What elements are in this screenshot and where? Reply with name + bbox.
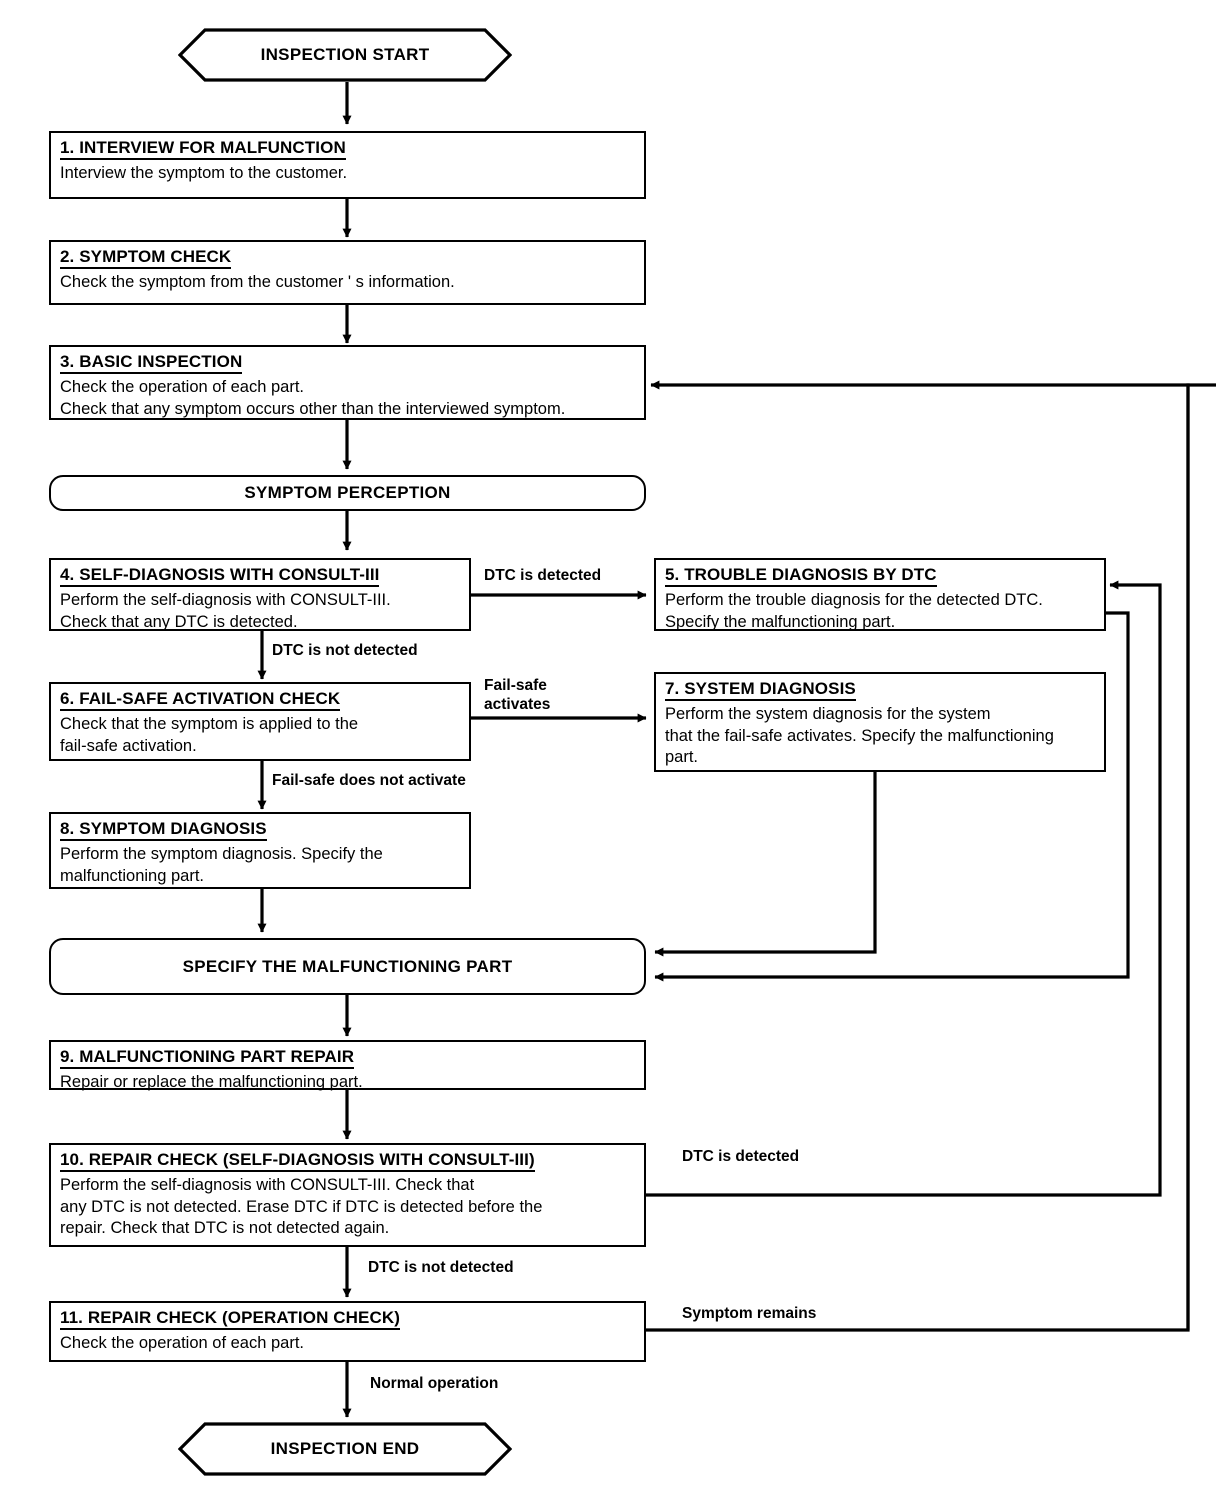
step-11-body: Check the operation of each part. xyxy=(60,1334,304,1352)
step-1-title: 1. INTERVIEW FOR MALFUNCTION xyxy=(60,138,346,160)
edge-label-fail-safe-activates: Fail-safe activates xyxy=(484,677,551,713)
process-box-step-11: 11. REPAIR CHECK (OPERATION CHECK) Check… xyxy=(49,1301,646,1362)
step-8-title: 8. SYMPTOM DIAGNOSIS xyxy=(60,819,267,841)
end-label: INSPECTION END xyxy=(270,1439,420,1458)
edge-label-normal-operation: Normal operation xyxy=(370,1375,499,1392)
step-10-title: 10. REPAIR CHECK (SELF-DIAGNOSIS WITH CO… xyxy=(60,1150,535,1172)
hexagon-shape xyxy=(178,28,512,82)
process-box-step-1: 1. INTERVIEW FOR MALFUNCTION Interview t… xyxy=(49,131,646,199)
edge-label-dtc-not-detected-4: DTC is not detected xyxy=(272,642,418,659)
step-1-body: Interview the symptom to the customer. xyxy=(60,164,348,182)
edge-label-symptom-remains: Symptom remains xyxy=(682,1305,817,1322)
process-box-step-6: 6. FAIL-SAFE ACTIVATION CHECK Check that… xyxy=(49,682,471,761)
process-box-step-7: 7. SYSTEM DIAGNOSIS Perform the system d… xyxy=(654,672,1106,772)
step-4-body: Perform the self-diagnosis with CONSULT-… xyxy=(60,591,391,631)
process-box-step-9: 9. MALFUNCTIONING PART REPAIR Repair or … xyxy=(49,1040,646,1091)
terminator-specify-malfunctioning-part: SPECIFY THE MALFUNCTIONING PART xyxy=(49,938,646,995)
step-9-body: Repair or replace the malfunctioning par… xyxy=(60,1073,363,1091)
step-3-body: Check the operation of each part. Check … xyxy=(60,378,566,418)
step-9-title: 9. MALFUNCTIONING PART REPAIR xyxy=(60,1047,355,1069)
edge-label-dtc-detected-10: DTC is detected xyxy=(682,1148,800,1165)
step-3-title: 3. BASIC INSPECTION xyxy=(60,352,243,374)
edge-label-dtc-not-detected-10: DTC is not detected xyxy=(368,1259,514,1276)
edge-label-dtc-detected-4: DTC is detected xyxy=(484,567,602,584)
process-box-step-4: 4. SELF-DIAGNOSIS WITH CONSULT-III Perfo… xyxy=(49,558,471,631)
step-11-title: 11. REPAIR CHECK (OPERATION CHECK) xyxy=(60,1308,400,1330)
hexagon-shape xyxy=(178,1422,512,1476)
step-5-title: 5. TROUBLE DIAGNOSIS BY DTC xyxy=(665,565,937,587)
terminator-inspection-end: INSPECTION END xyxy=(178,1422,512,1476)
step-6-body: Check that the symptom is applied to the… xyxy=(60,715,359,755)
terminator-symptom-perception: SYMPTOM PERCEPTION xyxy=(49,475,646,511)
step-7-body: Perform the system diagnosis for the sys… xyxy=(665,705,1054,766)
step-8-body: Perform the symptom diagnosis. Specify t… xyxy=(60,845,383,885)
specify-part-label: SPECIFY THE MALFUNCTIONING PART xyxy=(182,956,513,976)
process-box-step-8: 8. SYMPTOM DIAGNOSIS Perform the symptom… xyxy=(49,812,471,889)
process-box-step-3: 3. BASIC INSPECTION Check the operation … xyxy=(49,345,646,420)
symptom-perception-label: SYMPTOM PERCEPTION xyxy=(244,483,451,502)
step-10-body: Perform the self-diagnosis with CONSULT-… xyxy=(60,1176,543,1237)
process-box-step-10: 10. REPAIR CHECK (SELF-DIAGNOSIS WITH CO… xyxy=(49,1143,646,1247)
step-6-title: 6. FAIL-SAFE ACTIVATION CHECK xyxy=(60,689,341,711)
terminator-inspection-start: INSPECTION START xyxy=(178,28,512,82)
step-2-title: 2. SYMPTOM CHECK xyxy=(60,247,232,269)
step-2-body: Check the symptom from the customer ' s … xyxy=(60,273,455,291)
step-5-body: Perform the trouble diagnosis for the de… xyxy=(665,591,1043,631)
start-label: INSPECTION START xyxy=(260,45,430,64)
edge-label-fail-safe-does-not-activate: Fail-safe does not activate xyxy=(272,772,466,789)
process-box-step-5: 5. TROUBLE DIAGNOSIS BY DTC Perform the … xyxy=(654,558,1106,631)
process-box-step-2: 2. SYMPTOM CHECK Check the symptom from … xyxy=(49,240,646,305)
step-4-title: 4. SELF-DIAGNOSIS WITH CONSULT-III xyxy=(60,565,380,587)
step-7-title: 7. SYSTEM DIAGNOSIS xyxy=(665,679,856,701)
